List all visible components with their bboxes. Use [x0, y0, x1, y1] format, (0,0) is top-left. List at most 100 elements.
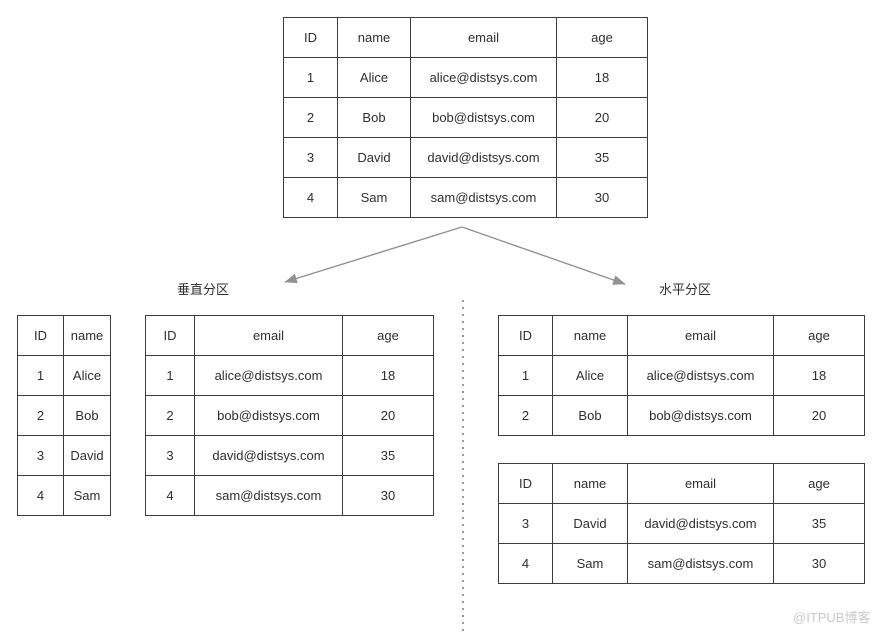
table-cell: 3	[283, 137, 338, 178]
table-cell: 35	[556, 137, 648, 178]
table-cell: 1	[283, 57, 338, 98]
table-cell: alice@distsys.com	[410, 57, 557, 98]
table-cell: David	[63, 435, 111, 476]
main-table: ID name email age 1 Alice alice@distsys.…	[283, 17, 648, 218]
column-header: age	[556, 17, 648, 58]
table-row: 4 Sam sam@distsys.com 30	[498, 543, 865, 584]
table-row: 1 Alice alice@distsys.com 18	[498, 355, 865, 396]
column-header: name	[63, 315, 111, 356]
table-cell: 18	[773, 355, 865, 396]
table-cell: david@distsys.com	[627, 503, 774, 544]
column-header: name	[552, 463, 628, 504]
table-cell: Bob	[552, 395, 628, 436]
vertical-partition-table-1: ID name 1 Alice 2 Bob 3 David 4 Sam	[17, 315, 111, 516]
column-header: ID	[498, 463, 553, 504]
table-cell: 20	[556, 97, 648, 138]
table-cell: 3	[498, 503, 553, 544]
table-row: 1 Alice alice@distsys.com 18	[283, 57, 648, 98]
table-cell: 30	[342, 475, 434, 516]
table-cell: 1	[498, 355, 553, 396]
table-row: 1 Alice	[17, 355, 111, 396]
table-cell: 30	[556, 177, 648, 218]
vertical-partition-table-2: ID email age 1 alice@distsys.com 18 2 bo…	[145, 315, 434, 516]
column-header: ID	[498, 315, 553, 356]
table-cell: sam@distsys.com	[194, 475, 343, 516]
table-cell: 35	[773, 503, 865, 544]
table-cell: 2	[145, 395, 195, 436]
table-cell: Sam	[63, 475, 111, 516]
column-header: email	[410, 17, 557, 58]
table-cell: 18	[556, 57, 648, 98]
table-row: 1 alice@distsys.com 18	[145, 355, 434, 396]
table-row: 2 bob@distsys.com 20	[145, 395, 434, 436]
table-header-row: ID name email age	[498, 463, 865, 504]
table-cell: David	[337, 137, 411, 178]
table-cell: 2	[498, 395, 553, 436]
vertical-partition-label: 垂直分区	[177, 282, 230, 297]
arrow-to-vertical-partition	[284, 226, 463, 284]
table-cell: Alice	[337, 57, 411, 98]
branch-arrows	[284, 226, 626, 285]
horizontal-partition-label: 水平分区	[659, 282, 712, 297]
column-header: email	[627, 463, 774, 504]
table-row: 3 David	[17, 435, 111, 476]
table-cell: david@distsys.com	[194, 435, 343, 476]
table-cell: bob@distsys.com	[194, 395, 343, 436]
table-row: 4 Sam	[17, 475, 111, 516]
column-header: name	[337, 17, 411, 58]
table-cell: Sam	[337, 177, 411, 218]
watermark: @ITPUB博客	[793, 610, 871, 625]
table-cell: bob@distsys.com	[410, 97, 557, 138]
table-row: 3 david@distsys.com 35	[145, 435, 434, 476]
column-header: ID	[17, 315, 64, 356]
table-row: 2 Bob bob@distsys.com 20	[283, 97, 648, 138]
table-cell: 4	[145, 475, 195, 516]
table-cell: 30	[773, 543, 865, 584]
table-row: 4 Sam sam@distsys.com 30	[283, 177, 648, 218]
table-cell: David	[552, 503, 628, 544]
arrow-to-horizontal-partition	[461, 226, 626, 285]
table-cell: alice@distsys.com	[627, 355, 774, 396]
column-header: ID	[283, 17, 338, 58]
table-cell: 35	[342, 435, 434, 476]
table-cell: 18	[342, 355, 434, 396]
table-cell: david@distsys.com	[410, 137, 557, 178]
table-cell: sam@distsys.com	[627, 543, 774, 584]
horizontal-partition-table-1: ID name email age 1 Alice alice@distsys.…	[498, 315, 865, 436]
table-cell: 1	[145, 355, 195, 396]
table-row: 3 David david@distsys.com 35	[283, 137, 648, 178]
table-cell: 2	[283, 97, 338, 138]
column-header: email	[627, 315, 774, 356]
table-header-row: ID email age	[145, 315, 434, 356]
table-cell: Sam	[552, 543, 628, 584]
table-cell: Alice	[63, 355, 111, 396]
table-row: 4 sam@distsys.com 30	[145, 475, 434, 516]
column-header: age	[342, 315, 434, 356]
horizontal-partition-table-2: ID name email age 3 David david@distsys.…	[498, 463, 865, 584]
column-header: name	[552, 315, 628, 356]
column-header: email	[194, 315, 343, 356]
table-cell: 20	[773, 395, 865, 436]
table-cell: Bob	[63, 395, 111, 436]
table-cell: sam@distsys.com	[410, 177, 557, 218]
table-cell: 3	[145, 435, 195, 476]
table-cell: Bob	[337, 97, 411, 138]
column-header: age	[773, 315, 865, 356]
table-cell: 4	[17, 475, 64, 516]
table-row: 3 David david@distsys.com 35	[498, 503, 865, 544]
dotted-divider	[462, 300, 464, 632]
table-cell: bob@distsys.com	[627, 395, 774, 436]
table-row: 2 Bob	[17, 395, 111, 436]
table-cell: 2	[17, 395, 64, 436]
column-header: age	[773, 463, 865, 504]
table-cell: Alice	[552, 355, 628, 396]
table-cell: 3	[17, 435, 64, 476]
table-cell: 20	[342, 395, 434, 436]
table-row: 2 Bob bob@distsys.com 20	[498, 395, 865, 436]
column-header: ID	[145, 315, 195, 356]
table-header-row: ID name email age	[283, 17, 648, 58]
table-cell: alice@distsys.com	[194, 355, 343, 396]
table-header-row: ID name	[17, 315, 111, 356]
table-cell: 4	[283, 177, 338, 218]
table-header-row: ID name email age	[498, 315, 865, 356]
